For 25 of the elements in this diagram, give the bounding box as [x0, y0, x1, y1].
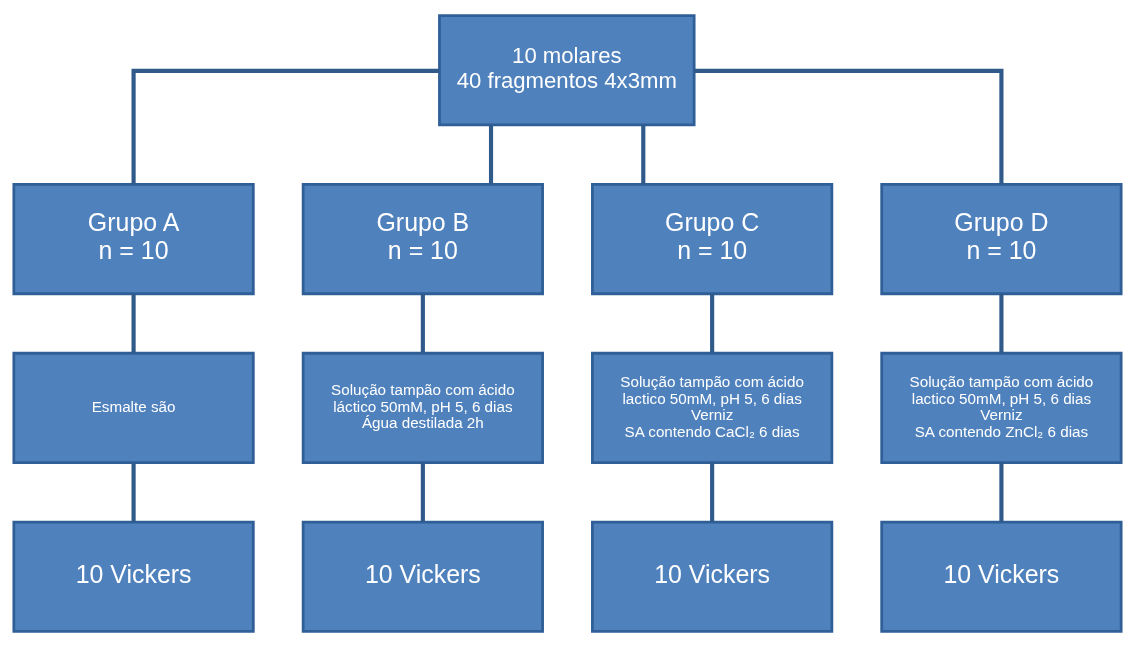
node-box: 10 Vickers: [591, 520, 834, 633]
connector: [694, 68, 1004, 184]
node-box: Grupo B n = 10: [301, 183, 544, 296]
node-box: 10 Vickers: [12, 520, 255, 633]
node-box: Esmalte são: [12, 351, 255, 464]
connector: [420, 462, 425, 522]
connector: [131, 293, 136, 353]
node-box: 10 molares 40 fragmentos 4x3mm: [438, 14, 696, 127]
connector: [999, 293, 1004, 353]
connector: [641, 125, 646, 184]
node-box: Grupo C n = 10: [591, 183, 834, 296]
node-box: 10 Vickers: [880, 520, 1123, 633]
node-box: Solução tampão com ácido lactico 50mM, pH 5, 6 dias Verniz SA contendo CaCl₂ 6 dias: [591, 351, 834, 464]
connector: [710, 293, 715, 353]
node-box: Solução tampão com ácido láctico 50mM, pH 5, 6 dias Água destilada 2h: [301, 351, 544, 464]
connector: [488, 125, 494, 184]
connector: [710, 462, 715, 522]
connector: [131, 68, 440, 184]
node-box: Grupo A n = 10: [12, 183, 255, 296]
node-box: 10 Vickers: [301, 520, 544, 633]
node-box: Solução tampão com ácido lactico 50mM, pH 5, 6 dias Verniz SA contendo ZnCl₂ 6 dias: [880, 351, 1123, 464]
connector: [131, 462, 136, 522]
connector: [420, 293, 425, 353]
node-box: Grupo D n = 10: [880, 183, 1123, 296]
connector: [999, 462, 1004, 522]
